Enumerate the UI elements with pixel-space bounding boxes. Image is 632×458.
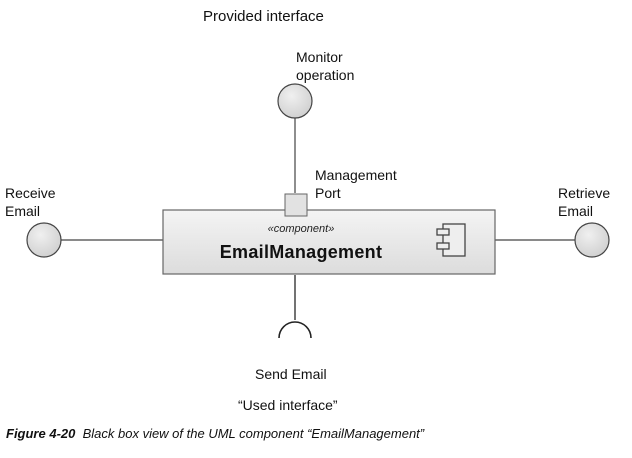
component-icon (436, 223, 466, 257)
send-interface-socket[interactable] (278, 321, 312, 339)
management-port-label-line2: Port (315, 185, 341, 201)
receive-email-label-line1: Receive (5, 185, 56, 201)
monitor-operation-label-line1: Monitor (296, 49, 343, 65)
component-stereotype: «component» (267, 223, 335, 235)
figure-caption-text: Black box view of the UML component “Ema… (82, 426, 425, 441)
retrieve-email-label-line1: Retrieve (558, 185, 611, 201)
component-box[interactable] (162, 209, 496, 275)
figure-caption: Figure 4-20 Black box view of the UML co… (6, 426, 424, 441)
component-name: EmailManagement (219, 242, 383, 262)
retrieve-interface-ball[interactable] (574, 222, 610, 258)
management-port[interactable] (284, 193, 308, 217)
monitor-operation-label-line2: operation (296, 67, 355, 83)
used-interface-label: “Used interface” (238, 397, 338, 413)
provided-interface-label: Provided interface (203, 8, 324, 25)
receive-email-label-line2: Email (5, 203, 41, 219)
retrieve-email-label-line2: Email (558, 203, 594, 219)
monitor-interface-ball[interactable] (277, 83, 313, 119)
send-email-label: Send Email (255, 366, 327, 382)
receive-interface-ball[interactable] (26, 222, 62, 258)
management-port-label-line1: Management (315, 167, 397, 183)
figure-number: Figure 4-20 (6, 426, 76, 441)
